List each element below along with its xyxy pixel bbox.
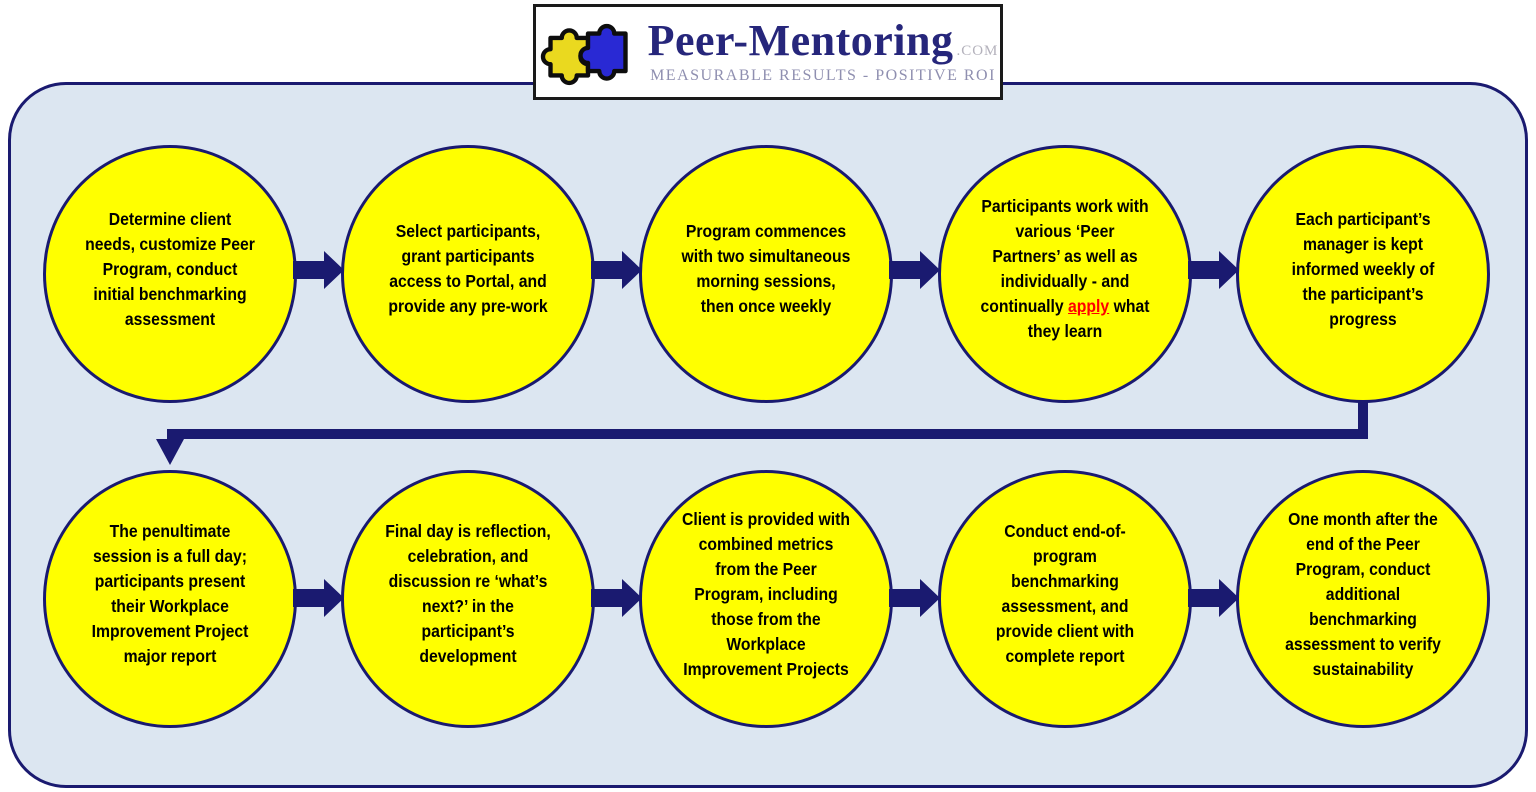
puzzle-pieces-icon [540, 23, 628, 86]
flow-step-circle: One month after the end of the Peer Prog… [1236, 470, 1490, 728]
flow-step-text: Program commences with two simultaneous … [681, 221, 851, 316]
flow-step-text: One month after the end of the Peer Prog… [1285, 508, 1441, 679]
flow-step-circle: Conduct end-of- program benchmarking ass… [938, 470, 1192, 728]
right-arrow-icon [1188, 251, 1239, 289]
flow-step-text: Final day is reflection, celebration, an… [385, 521, 551, 666]
row-connector-arrow [156, 395, 1368, 465]
flow-step-text: The penultimate session is a full day; p… [91, 521, 249, 666]
logo-tagline: MEASURABLE RESULTS - POSITIVE ROI [650, 67, 996, 84]
flow-step-text: Participants work with various ‘Peer Par… [957, 194, 1173, 344]
flow-step-text: Each participant’s manager is kept infor… [1291, 208, 1435, 329]
right-arrow-icon [889, 579, 940, 617]
flow-step-text: Conduct end-of- program benchmarking ass… [995, 521, 1135, 666]
flow-step-text: Determine client needs, customize Peer P… [85, 208, 255, 329]
flow-step-highlight-word: apply [1068, 296, 1110, 316]
flow-step-circle: Participants work with various ‘Peer Par… [938, 145, 1192, 403]
right-arrow-icon [293, 579, 344, 617]
flow-step-text: Client is provided with combined metrics… [681, 508, 851, 679]
right-arrow-icon [591, 251, 642, 289]
flow-step-text-segment: what they learn [1027, 296, 1150, 341]
right-arrow-icon [1188, 579, 1239, 617]
right-arrow-icon [293, 251, 344, 289]
flow-step-text: Select participants, grant participants … [388, 221, 548, 316]
flow-step-circle: Each participant’s manager is kept infor… [1236, 145, 1490, 403]
flow-step-circle: Determine client needs, customize Peer P… [43, 145, 297, 403]
logo-box: Peer-Mentoring .COM MEASURABLE RESULTS -… [533, 4, 1003, 100]
flow-step-circle: Client is provided with combined metrics… [639, 470, 893, 728]
flow-step-circle: Program commences with two simultaneous … [639, 145, 893, 403]
flow-step-circle: The penultimate session is a full day; p… [43, 470, 297, 728]
flow-step-circle: Select participants, grant participants … [341, 145, 595, 403]
logo-title: Peer-Mentoring [647, 16, 954, 65]
flow-step-circle: Final day is reflection, celebration, an… [341, 470, 595, 728]
right-arrow-icon [889, 251, 940, 289]
flow-step-text-segment: Participants work with various ‘Peer Par… [980, 196, 1149, 316]
right-arrow-icon [591, 579, 642, 617]
logo-tld: .COM [956, 43, 999, 59]
